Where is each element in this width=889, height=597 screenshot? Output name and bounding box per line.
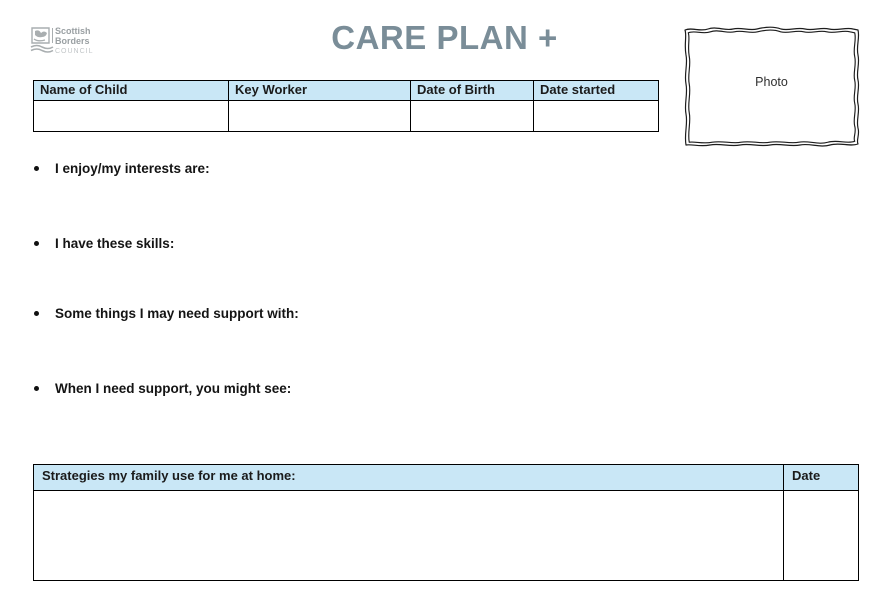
logo-text-council: COUNCIL bbox=[55, 48, 94, 55]
bullet-interests-label: I enjoy/my interests are: bbox=[55, 161, 210, 176]
bullet-dot-icon bbox=[34, 311, 39, 316]
page-title: CARE PLAN + bbox=[331, 19, 558, 56]
wavy-frame-icon bbox=[684, 26, 860, 147]
bullet-support-needs: Some things I may need support with: bbox=[34, 306, 299, 322]
date-of-birth-cell[interactable] bbox=[410, 100, 534, 132]
bullet-support-signs-label: When I need support, you might see: bbox=[55, 381, 292, 396]
bullet-dot-icon bbox=[34, 386, 39, 391]
bullet-skills-label: I have these skills: bbox=[55, 236, 175, 251]
table-header-row: Strategies my family use for me at home:… bbox=[33, 464, 859, 491]
bullet-dot-icon bbox=[34, 241, 39, 246]
table-header-row: Name of Child Key Worker Date of Birth D… bbox=[33, 80, 659, 101]
header-name-of-child: Name of Child bbox=[33, 80, 229, 101]
header-date-started: Date started bbox=[533, 80, 659, 101]
photo-label: Photo bbox=[755, 75, 788, 89]
photo-placeholder[interactable]: Photo bbox=[680, 22, 863, 152]
strategies-cell[interactable] bbox=[33, 490, 784, 581]
bullet-support-signs: When I need support, you might see: bbox=[34, 381, 291, 397]
table-row bbox=[33, 100, 659, 132]
logo-text-scottish: Scottish bbox=[55, 26, 91, 36]
bullet-support-needs-label: Some things I may need support with: bbox=[55, 306, 299, 321]
scottish-borders-council-logo: Scottish Borders COUNCIL bbox=[29, 23, 113, 59]
bullet-skills: I have these skills: bbox=[34, 236, 174, 252]
table-row bbox=[33, 490, 859, 581]
date-cell[interactable] bbox=[783, 490, 859, 581]
key-worker-cell[interactable] bbox=[228, 100, 411, 132]
logo-text-borders: Borders bbox=[55, 36, 90, 46]
header-key-worker: Key Worker bbox=[228, 80, 411, 101]
name-of-child-cell[interactable] bbox=[33, 100, 229, 132]
header-date-of-birth: Date of Birth bbox=[410, 80, 534, 101]
bullet-dot-icon bbox=[34, 166, 39, 171]
bullet-interests: I enjoy/my interests are: bbox=[34, 161, 210, 177]
header-date: Date bbox=[783, 464, 859, 491]
date-started-cell[interactable] bbox=[533, 100, 659, 132]
council-emblem-icon: Scottish Borders COUNCIL bbox=[30, 26, 94, 55]
child-info-table: Name of Child Key Worker Date of Birth D… bbox=[33, 80, 659, 132]
strategies-table: Strategies my family use for me at home:… bbox=[33, 464, 859, 581]
header-strategies: Strategies my family use for me at home: bbox=[33, 464, 784, 491]
